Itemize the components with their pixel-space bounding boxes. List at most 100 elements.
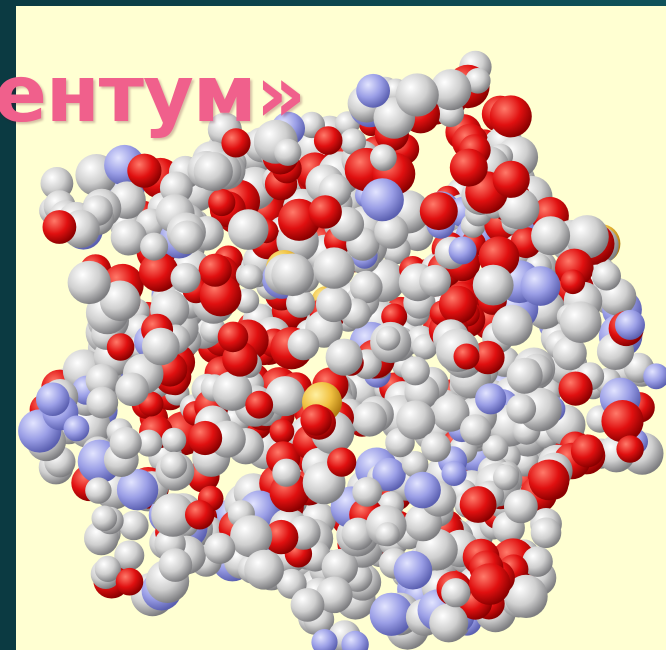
atom-sphere: [375, 326, 401, 351]
atom-sphere: [531, 216, 571, 256]
atom-sphere: [419, 192, 458, 231]
atom-sphere: [360, 178, 404, 222]
atom-sphere: [431, 393, 470, 432]
atom-sphere: [170, 262, 201, 294]
atom-sphere: [453, 343, 480, 370]
atom-sphere: [212, 371, 253, 411]
atom-sphere: [116, 469, 159, 511]
atom-sphere: [520, 266, 561, 306]
slide-title: ентум»: [0, 50, 306, 140]
atom-sphere: [158, 548, 193, 582]
atom-sphere: [400, 356, 430, 386]
atom-sphere: [471, 340, 505, 375]
atom-sphere: [401, 451, 429, 478]
atom-sphere: [570, 434, 604, 468]
atom-sphere: [465, 68, 491, 94]
atom-sphere: [506, 393, 537, 424]
atom-sphere: [356, 73, 390, 108]
atom-sphere: [313, 126, 343, 155]
atom-sphere: [448, 236, 477, 265]
atom-sphere: [491, 304, 533, 346]
atom-sphere: [492, 160, 530, 198]
atom-sphere: [269, 419, 295, 444]
atom-sphere: [91, 505, 118, 532]
atom-sphere: [85, 477, 112, 504]
atom-sphere: [36, 382, 70, 417]
atom-sphere: [559, 301, 602, 344]
atom-sphere: [127, 153, 162, 188]
atom-sphere: [217, 321, 249, 353]
atom-sphere: [161, 427, 187, 453]
atom-sphere: [350, 270, 383, 304]
atom-sphere: [449, 148, 488, 187]
atom-sphere: [325, 338, 363, 376]
atom-sphere: [421, 432, 451, 462]
atom-sphere: [419, 264, 451, 297]
atom-sphere: [227, 209, 269, 250]
atom-sphere: [204, 532, 236, 564]
atom-sphere: [315, 286, 352, 323]
atom-sphere: [151, 493, 195, 537]
atom-sphere: [522, 546, 553, 577]
atom-sphere: [272, 458, 301, 487]
atom-sphere: [85, 363, 119, 397]
atom-sphere: [188, 420, 223, 456]
atom-sphere: [430, 69, 472, 111]
atom-sphere: [244, 549, 284, 590]
atom-sphere: [396, 400, 436, 440]
atom-sphere: [506, 357, 543, 394]
atom-sphere: [616, 435, 644, 463]
atom-sphere: [265, 376, 306, 417]
atom-sphere: [459, 486, 497, 523]
atom-sphere: [489, 95, 532, 138]
atom-sphere: [63, 415, 90, 442]
atom-sphere: [193, 151, 233, 192]
atom-sphere: [558, 371, 593, 406]
atom-sphere: [237, 264, 263, 290]
atom-sphere: [245, 390, 274, 419]
atom-sphere: [300, 404, 332, 436]
atom-sphere: [374, 214, 409, 249]
atom-sphere: [560, 269, 586, 295]
atom-sphere: [341, 630, 369, 650]
atom-sphere: [311, 629, 338, 650]
atom-sphere: [221, 128, 251, 158]
atom-sphere: [460, 414, 492, 446]
atom-sphere: [372, 457, 406, 492]
atom-sphere: [504, 489, 538, 524]
atom-sphere: [482, 435, 509, 462]
atom-sphere: [469, 563, 511, 605]
atom-sphere: [327, 447, 357, 477]
atom-sphere: [114, 540, 145, 571]
atom-sphere: [429, 603, 469, 643]
atom-sphere: [287, 328, 320, 361]
atom-sphere: [393, 550, 433, 590]
atom-sphere: [493, 464, 519, 491]
atom-sphere: [498, 187, 540, 230]
atom-sphere: [139, 252, 179, 292]
atom-sphere: [185, 500, 215, 530]
atom-sphere: [135, 429, 163, 457]
atom-sphere: [504, 574, 548, 619]
atom-sphere: [615, 309, 645, 340]
atom-sphere: [375, 522, 400, 547]
atom-sphere: [42, 210, 77, 244]
atom-sphere: [271, 253, 314, 297]
atom-sphere: [530, 517, 562, 549]
atom-sphere: [198, 253, 232, 287]
atom-sphere: [115, 372, 149, 407]
atom-sphere: [142, 327, 180, 366]
atom-sphere: [94, 555, 121, 583]
atom-sphere: [475, 383, 507, 415]
atom-sphere: [99, 280, 141, 322]
atom-sphere: [441, 578, 471, 608]
atom-sphere: [106, 333, 135, 361]
atom-sphere: [208, 188, 236, 217]
atom-sphere: [264, 519, 299, 555]
atom-sphere: [352, 477, 383, 507]
atom-sphere: [316, 576, 353, 614]
atom-sphere: [308, 195, 342, 229]
atom-sphere: [352, 401, 387, 437]
atom-sphere: [472, 264, 514, 306]
